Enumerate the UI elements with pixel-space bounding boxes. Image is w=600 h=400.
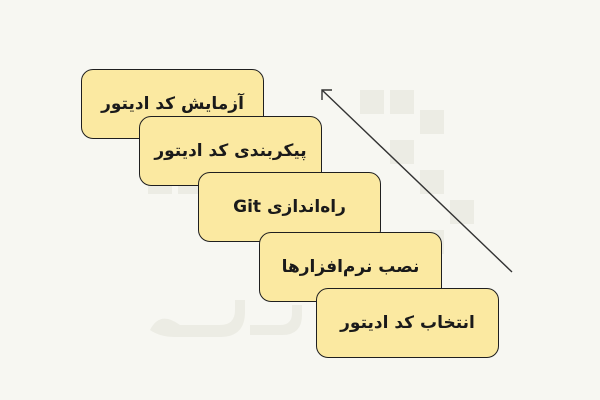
step-label: راه‌اندازی Git [233, 197, 346, 217]
step-choose-code-editor: انتخاب کد ادیتور [316, 288, 499, 358]
arrow-head-icon [321, 89, 332, 100]
step-label: آزمایش کد ادیتور [101, 94, 244, 114]
step-label: نصب نرم‌افزارها [281, 257, 420, 277]
step-label: پیکربندی کد ادیتور [154, 141, 307, 161]
step-label: انتخاب کد ادیتور [340, 313, 475, 333]
